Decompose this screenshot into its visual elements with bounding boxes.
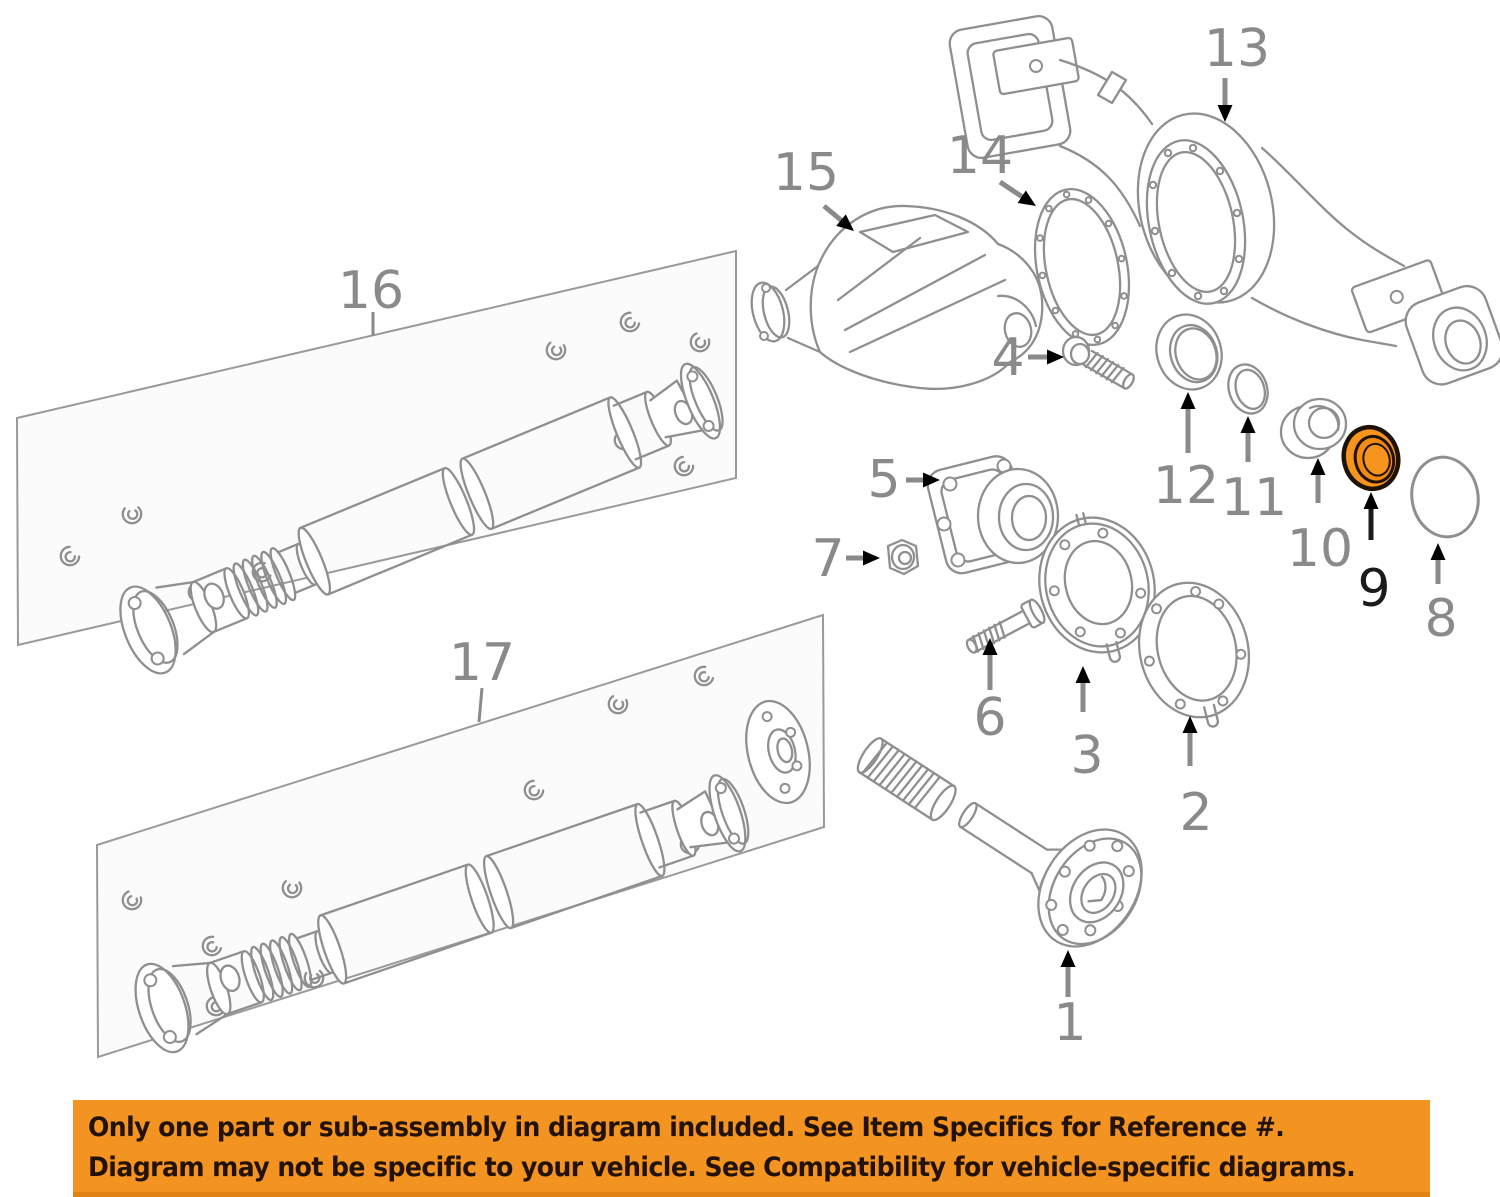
callout-arrow-2 [1182,716,1198,766]
callout-arrow-13 [1217,78,1233,122]
part-label-10: 10 [1287,519,1353,579]
part-label-8: 8 [1424,589,1457,649]
callout-arrow-15 [822,204,859,237]
part-label-12: 12 [1153,456,1219,516]
bolt-art [1061,335,1135,390]
callout-arrow-11 [1240,416,1256,462]
callout-arrow-5 [906,472,940,488]
part-label-11: 11 [1221,468,1287,528]
part-label-9: 9 [1357,559,1390,619]
differential-carrier-art [750,204,1044,390]
lock-nut-art [886,538,920,576]
axle-housing-art [948,15,1500,386]
callout-line-17 [477,687,484,723]
disclaimer-banner: Only one part or sub-assembly in diagram… [73,1100,1430,1197]
part-label-6: 6 [973,688,1006,748]
part-label-17: 17 [449,633,515,693]
wheel-bearing-art [1279,397,1348,460]
axle-shaft-art [856,737,1143,948]
seal-ring-art [1155,313,1223,391]
callout-arrow-6 [982,638,998,690]
bearing-housing-art [926,455,1060,575]
axle-housing-gasket-art [1033,188,1131,346]
callout-arrow-10 [1310,458,1326,503]
callout-arrow-3 [1075,666,1091,712]
part-label-15: 15 [773,143,839,203]
part-label-14: 14 [947,126,1013,186]
part-label-16: 16 [338,261,404,321]
part-label-13: 13 [1204,19,1270,79]
part-label-1: 1 [1053,993,1086,1053]
part-label-3: 3 [1070,726,1103,786]
retainer-gasket-art [1137,581,1251,728]
part-label-4: 4 [991,328,1024,388]
callout-arrow-9 [1363,492,1379,540]
disclaimer-line-2: Diagram may not be specific to your vehi… [88,1152,1356,1183]
disclaimer-line-1: Only one part or sub-assembly in diagram… [88,1112,1285,1143]
callout-arrow-7 [846,550,880,566]
callout-arrow-12 [1180,392,1196,453]
part-label-7: 7 [811,529,844,589]
callout-arrow-4 [1028,349,1064,365]
part-label-5: 5 [867,450,900,510]
callout-arrow-14 [998,179,1041,213]
callout-arrow-1 [1060,950,1076,997]
o-ring-art [1410,455,1480,539]
companion-flange-art [745,699,811,805]
part-label-2: 2 [1179,783,1212,843]
highlighted-oil-seal [1341,424,1401,492]
propeller-shaft-16-group [15,249,737,683]
callout-arrow-8 [1430,543,1446,584]
spacer-ring-art [1227,363,1269,415]
bearing-retainer-art [1038,512,1156,663]
propeller-shaft-17-group [95,613,826,1061]
stud-bolt-art [965,598,1046,654]
